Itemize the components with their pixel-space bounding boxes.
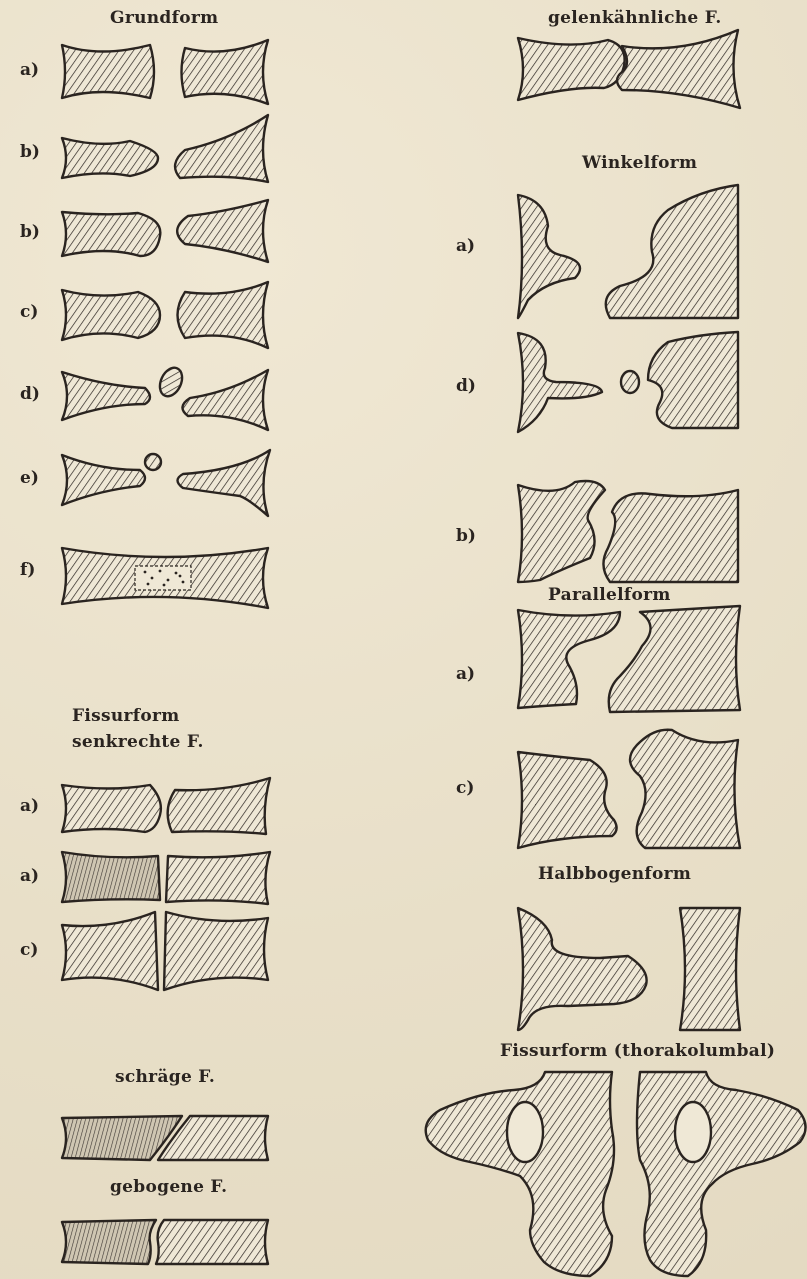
grundform-label-3: b) <box>20 222 40 242</box>
grundform-f-porous-zone <box>135 566 191 590</box>
grundform-b1-right-bone <box>175 115 268 182</box>
winkel-d-right-bone <box>648 332 738 428</box>
grundform-a-left-bone <box>62 45 154 98</box>
halbbogenform-title: Halbbogenform <box>538 864 691 884</box>
grundform-e-fragment <box>145 454 161 470</box>
grundform-title: Grundform <box>110 8 218 28</box>
fissur-c-left-bone <box>62 912 158 990</box>
grundform-a-right-bone <box>182 40 269 104</box>
fissurform-subtitle: senkrechte F. <box>72 732 204 752</box>
gelenk-left-bone <box>518 38 625 100</box>
winkel-d-left-bone <box>518 333 602 432</box>
winkel-b-left-bone <box>518 481 605 582</box>
grundform-label-1: a) <box>20 60 39 80</box>
thorako-left-pedicle <box>507 1102 543 1162</box>
winkel-a-right-bone <box>606 185 738 318</box>
parallel-a-left-bone <box>518 610 620 708</box>
grundform-label-7: f) <box>20 560 35 580</box>
halbbogen-right-bone <box>680 908 740 1030</box>
parallelform-label-2: c) <box>456 778 474 798</box>
grundform-d-left-bone <box>62 372 150 420</box>
gebogene-left-bone <box>62 1220 156 1264</box>
parallelform-title: Parallelform <box>548 585 671 605</box>
fissur-a1-left-bone <box>62 785 161 832</box>
grundform-b1-left-bone <box>62 138 158 178</box>
parallel-c-left-bone <box>518 752 617 848</box>
gelenk-title: gelenkähnliche F. <box>548 8 722 28</box>
grundform-c-left-bone <box>62 290 160 340</box>
thorako-right-vertebra <box>637 1072 806 1276</box>
fissur-a2-left-bone <box>62 852 160 902</box>
gelenk-right-bone <box>617 30 740 108</box>
fissurform-label-3: c) <box>20 940 38 960</box>
fissurform-label-2: a) <box>20 866 39 886</box>
fissur-a1-right-bone <box>168 778 270 834</box>
grundform-label-5: d) <box>20 384 40 404</box>
parallel-c-right-bone <box>630 730 740 848</box>
grundform-d-fragment <box>156 364 187 400</box>
halbbogen-left-bone <box>518 908 647 1030</box>
fissur-a2-right-bone <box>166 852 270 904</box>
fissurform-label-1: a) <box>20 796 39 816</box>
grundform-d-right-bone <box>182 370 268 430</box>
grundform-b2-left-bone <box>62 212 160 256</box>
parallel-a-right-bone <box>609 606 740 712</box>
winkelform-label-1: a) <box>456 236 475 256</box>
fissur-c-right-bone <box>164 912 268 990</box>
thorako-right-pedicle <box>675 1102 711 1162</box>
grundform-c-right-bone <box>178 282 269 348</box>
grundform-e-right-bone <box>178 450 271 516</box>
parallelform-label-1: a) <box>456 664 475 684</box>
grundform-label-2: b) <box>20 142 40 162</box>
winkelform-label-2: d) <box>456 376 476 396</box>
thorakolumbal-title: Fissurform (thorakolumbal) <box>500 1041 775 1061</box>
gebogene-right-bone <box>156 1220 268 1264</box>
winkel-a-left-bone <box>518 195 580 318</box>
winkelform-label-3: b) <box>456 526 476 546</box>
schraege-title: schräge F. <box>115 1067 215 1087</box>
winkel-d-fragment <box>621 371 639 393</box>
gebogene-title: gebogene F. <box>110 1177 227 1197</box>
grundform-e-left-bone <box>62 455 145 505</box>
grundform-label-6: e) <box>20 468 39 488</box>
fissurform-title: Fissurform <box>72 706 180 726</box>
winkelform-title: Winkelform <box>582 153 697 173</box>
grundform-label-4: c) <box>20 302 38 322</box>
grundform-b2-right-bone <box>177 200 268 262</box>
winkel-b-right-bone <box>603 490 738 582</box>
